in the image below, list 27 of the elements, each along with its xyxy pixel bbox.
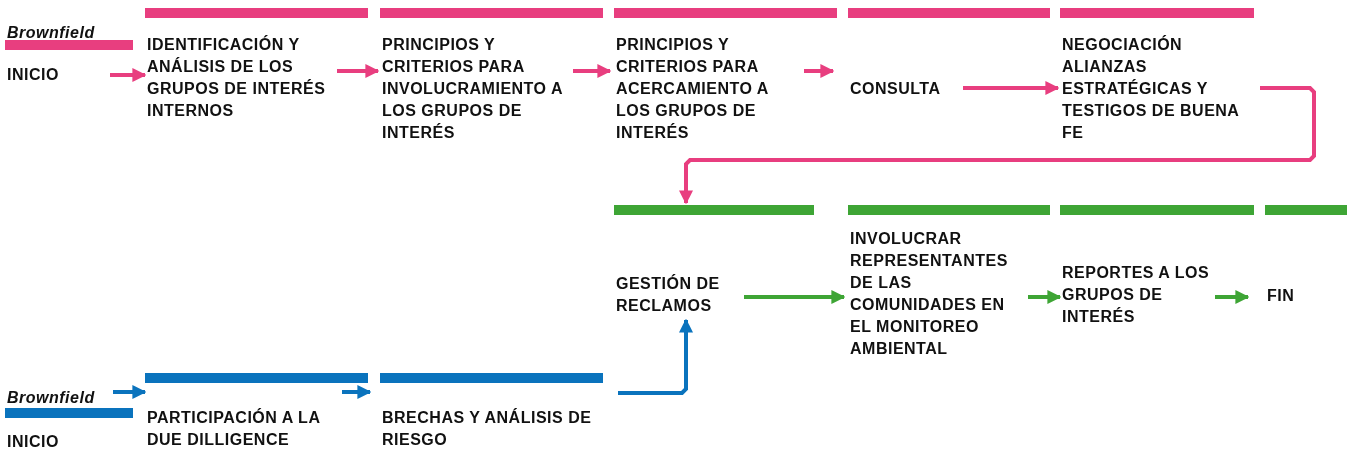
arrow: [1028, 290, 1062, 304]
step-label: FIN: [1267, 286, 1296, 306]
arrow: [1215, 290, 1250, 304]
step-label: IDENTIFICACIÓN Y ANÁLISIS DE LOS GRUPOS DE INTERÉS INTERNOS: [147, 34, 327, 121]
category-label: Brownfield: [7, 388, 96, 408]
step-label: INICIO: [7, 65, 60, 85]
step-label: GESTIÓN DE RECLAMOS: [616, 273, 721, 316]
arrow: [110, 68, 147, 82]
arrow: [804, 64, 835, 78]
step-label: NEGOCIACIÓN ALIANZAS ESTRATÉGICAS Y TESTIGOS DE BUENA FE: [1062, 34, 1240, 143]
arrow: [113, 385, 147, 399]
step-label: REPORTES A LOS GRUPOS DE INTERÉS: [1062, 263, 1211, 327]
step-label: PRINCIPIOS Y CRITERIOS PARA INVOLUCRAMIENTO A LOS GRUPOS DE INTERÉS: [382, 35, 564, 143]
arrow: [744, 290, 846, 304]
category-label: Brownfield: [7, 23, 96, 43]
step-label: CONSULTA: [850, 79, 942, 99]
arrow: [337, 64, 380, 78]
step-label: PARTICIPACIÓN A LA DUE DILLIGENCE: [147, 407, 321, 450]
step-label: INICIO: [7, 432, 60, 451]
arrow: [618, 318, 693, 395]
arrow: [963, 81, 1060, 95]
step-label: INVOLUCRAR REPRESENTANTES DE LAS COMUNIDADES EN EL MONITOREO AMBIENTAL: [850, 229, 1009, 359]
arrow: [342, 385, 372, 399]
step-label: PRINCIPIOS Y CRITERIOS PARA ACERCAMIENTO A LOS GRUPOS DE INTERÉS: [616, 35, 770, 143]
step-label: BRECHAS Y ANÁLISIS DE RIESGO: [382, 407, 593, 450]
arrow: [573, 64, 612, 78]
arrow: [679, 86, 1316, 205]
